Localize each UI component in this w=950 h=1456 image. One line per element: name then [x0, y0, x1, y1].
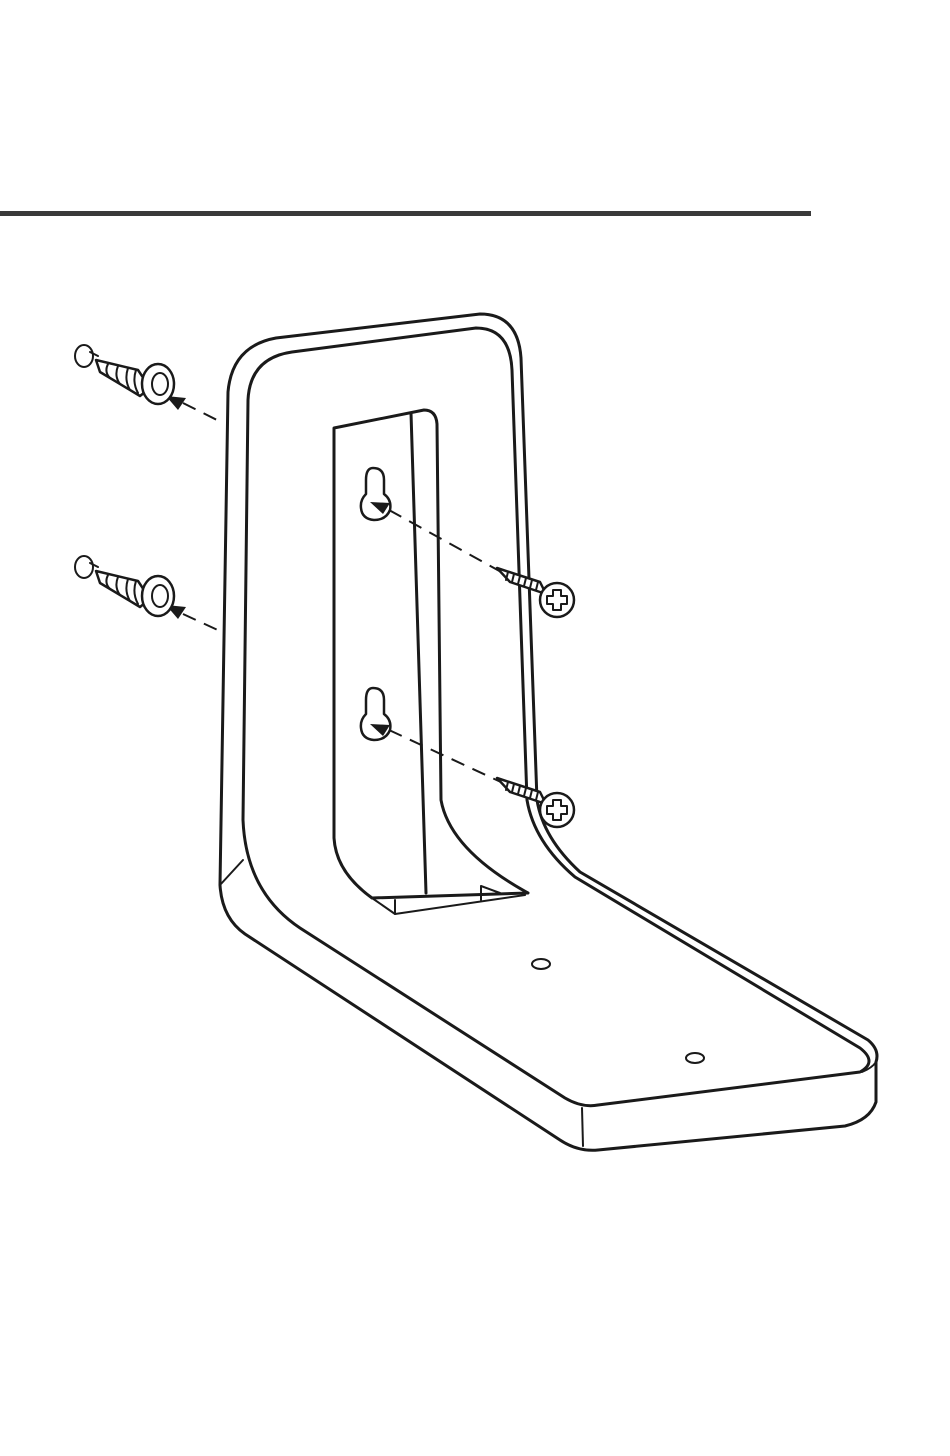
bracket-front-face: [243, 328, 869, 1106]
bracket-window-inner-wall: [411, 413, 426, 893]
bracket-back-edge: [220, 860, 243, 885]
guide-line-anchor-lower: [183, 614, 222, 632]
bracket-base-corner-edge: [582, 1108, 583, 1146]
mounting-hole-lower: [686, 1053, 704, 1063]
wall-anchor-upper: [75, 345, 174, 404]
keyhole-slot-upper: [361, 468, 391, 520]
bracket-window: [334, 410, 528, 898]
wall-anchor-lower: [75, 556, 174, 616]
keyhole-slot-lower: [361, 688, 391, 740]
bracket-outer-outline: [220, 314, 877, 1150]
bracket: [220, 314, 877, 1150]
guide-line-anchor-upper: [183, 403, 223, 423]
guide-line-screw-upper: [389, 510, 503, 573]
guide-line-screw-lower: [389, 730, 503, 783]
mounting-hole-upper: [532, 959, 550, 969]
screw-upper: [497, 568, 574, 617]
